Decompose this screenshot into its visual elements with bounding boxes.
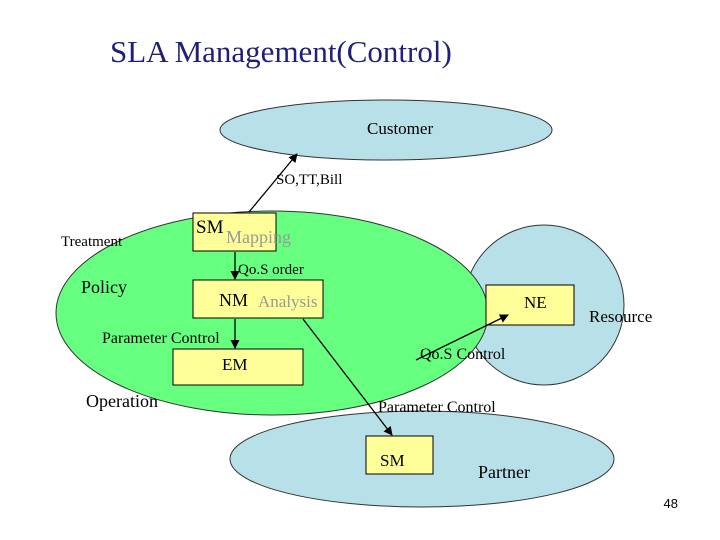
customer-region: [219, 99, 553, 161]
treatment-label: Treatment: [61, 234, 123, 250]
nm-label: NM: [219, 290, 249, 310]
em-label: EM: [222, 355, 248, 374]
so-tt-bill-label: SO,TT,Bill: [276, 172, 343, 188]
sm-top-box: [192, 212, 277, 252]
sm-top-label: SM: [196, 217, 224, 238]
customer-label: Customer: [367, 119, 434, 138]
arrow-parameter-control-bottom: [302, 318, 393, 436]
parameter-control-bottom-label: Parameter Control: [378, 399, 496, 416]
parameter-control-left-label: Parameter Control: [102, 330, 220, 347]
arrow-qos-control: [415, 314, 509, 361]
mapping-label: Mapping: [226, 227, 291, 247]
sm-bottom-box: [365, 435, 434, 475]
policy-label: Policy: [81, 277, 128, 297]
page-number: 48: [663, 496, 678, 511]
nm-box: [192, 279, 324, 319]
operation-label: Operation: [86, 391, 158, 411]
slide-title: SLA Management(Control): [110, 34, 452, 69]
qos-control-label: Qo.S Control: [420, 346, 506, 363]
analysis-label: Analysis: [258, 292, 318, 311]
em-box: [172, 348, 304, 386]
resource-label: Resource: [589, 307, 653, 326]
qos-order-label: Qo.S order: [238, 262, 304, 278]
ne-label: NE: [524, 293, 547, 312]
sm-bottom-label: SM: [380, 451, 405, 470]
partner-label: Partner: [478, 462, 530, 482]
arrow-so-tt-bill: [248, 153, 298, 213]
